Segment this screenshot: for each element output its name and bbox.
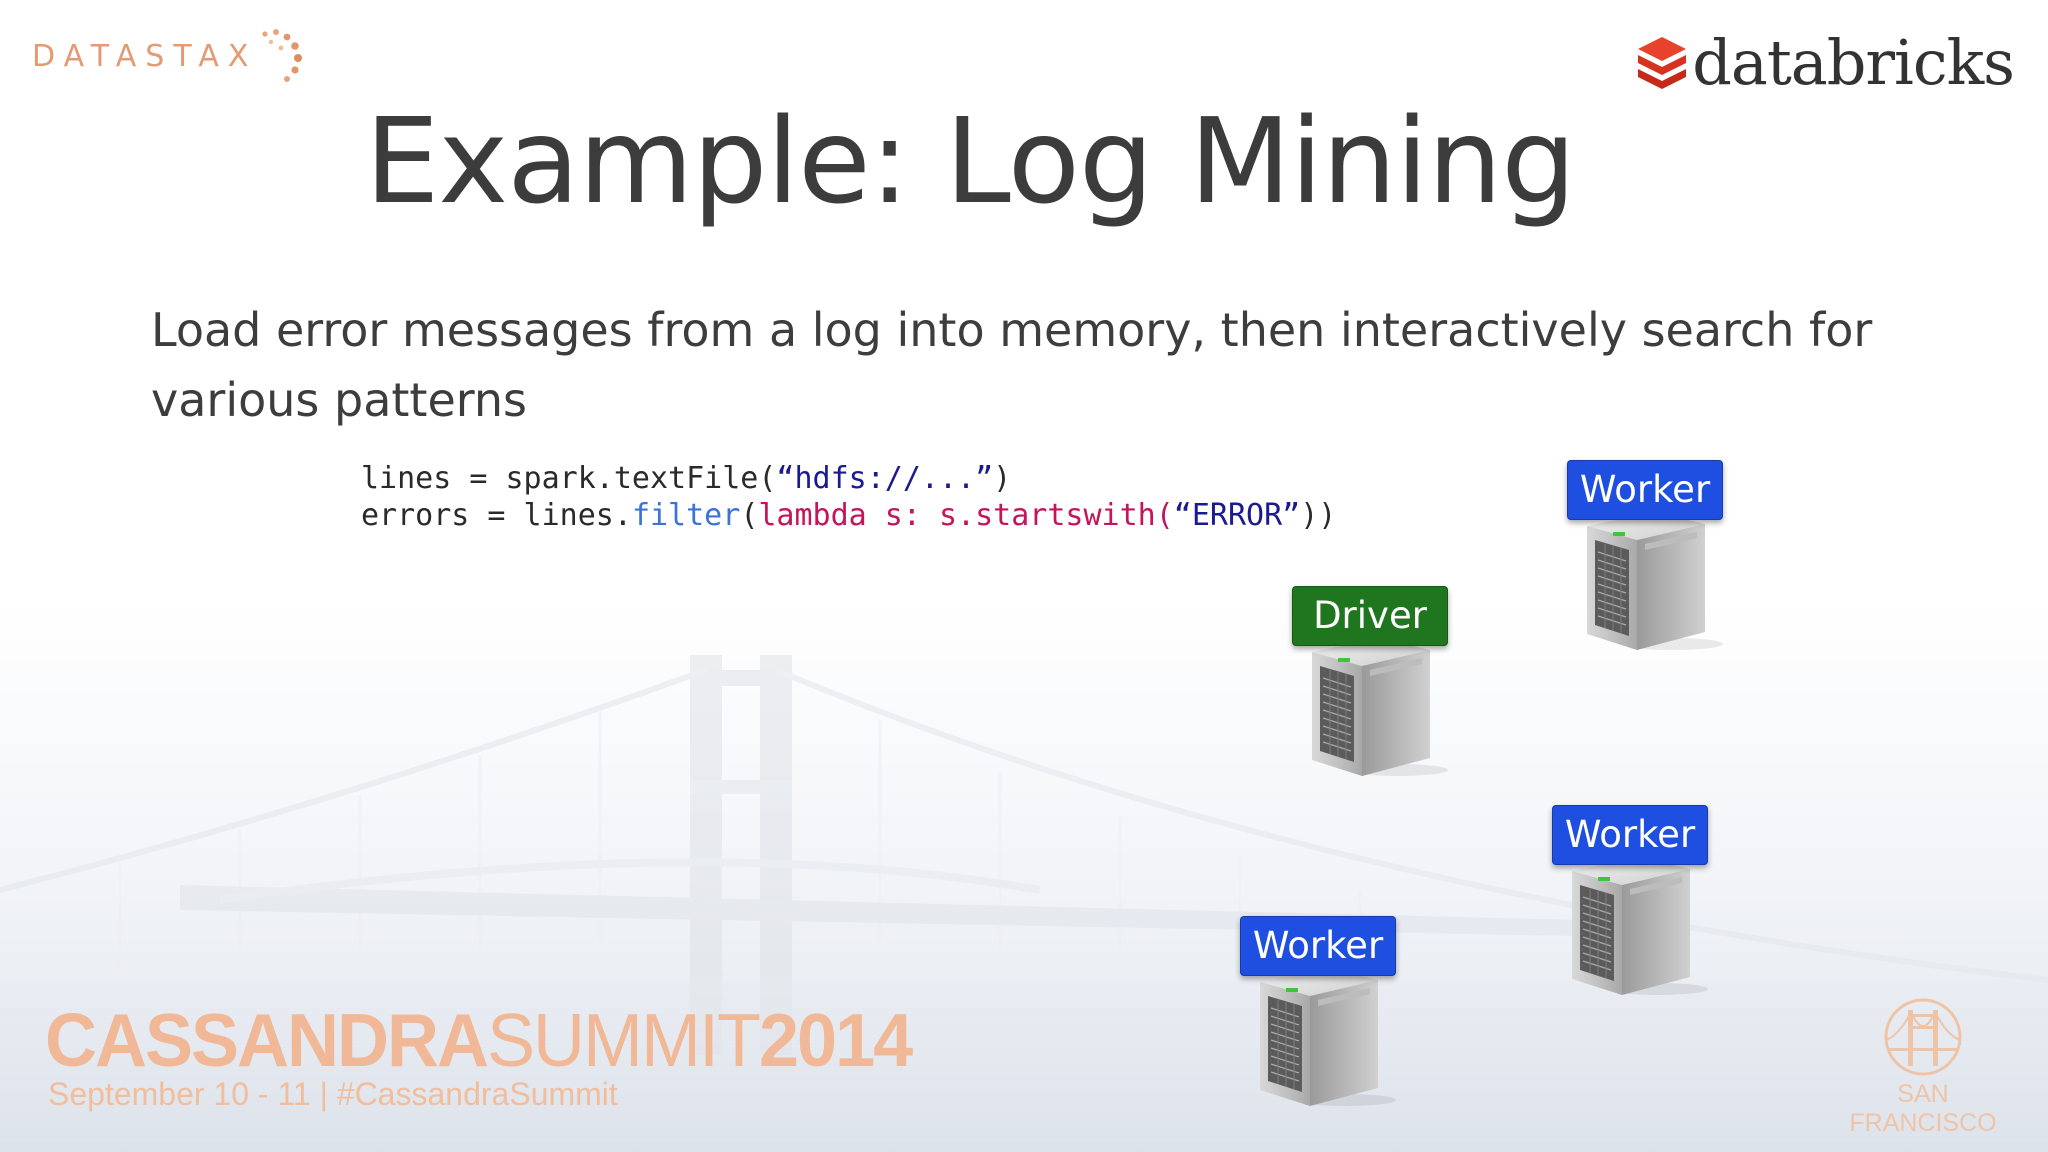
server-tower-icon <box>1246 960 1396 1110</box>
code-method: filter <box>631 498 741 533</box>
slide-description: Load error messages from a log into memo… <box>151 303 1873 427</box>
code-text: ( <box>740 498 759 533</box>
server-tower-icon <box>1558 849 1708 999</box>
worker-label: Worker <box>1240 916 1396 976</box>
summit-summit-text: SUMMIT <box>487 999 761 1083</box>
driver-node: Driver <box>1292 586 1448 786</box>
slide-title: Example: Log Mining <box>364 92 1576 230</box>
code-snippet: lines = spark.textFile(“hdfs://...”) err… <box>361 460 1336 534</box>
code-string: “hdfs://...” <box>776 461 994 496</box>
datastax-wordmark: DATASTAX <box>32 38 258 74</box>
worker-node-middle: Worker <box>1552 805 1708 1005</box>
worker-label: Worker <box>1567 460 1723 520</box>
worker-label: Worker <box>1552 805 1708 865</box>
code-text: lines = spark.textFile( <box>361 461 777 496</box>
datastax-dots-icon <box>262 29 303 82</box>
summit-cassandra-text: CASSANDRA <box>45 999 489 1083</box>
summit-subtitle: September 10 - 11 | #CassandraSummit <box>48 1076 618 1112</box>
datastax-logo: DATASTAX <box>32 26 309 86</box>
databricks-layers-icon <box>1638 37 1687 89</box>
code-line-1: lines = spark.textFile(“hdfs://...”) <box>361 461 1011 496</box>
worker-node-bottom: Worker <box>1240 916 1396 1116</box>
driver-label: Driver <box>1292 586 1448 646</box>
san-francisco-badge: SAN FRANCISCO <box>1838 996 2008 1137</box>
summit-year-text: 2014 <box>759 999 913 1083</box>
code-text: )) <box>1300 498 1337 533</box>
golden-gate-bridge-icon <box>1884 998 1962 1076</box>
code-keyword: lambda s: s.startswith( <box>758 498 1174 533</box>
code-text: errors = lines. <box>361 498 632 533</box>
databricks-logo: databricks <box>1634 24 2015 100</box>
background-bridge-illustration <box>0 655 2048 1152</box>
city-label: SAN FRANCISCO <box>1849 1080 1997 1137</box>
code-text: ) <box>993 461 1012 496</box>
server-tower-icon <box>1298 630 1448 780</box>
server-tower-icon <box>1573 504 1723 654</box>
cassandra-summit-logo: CASSANDRASUMMIT2014 <box>45 998 913 1084</box>
worker-node-top: Worker <box>1567 460 1723 660</box>
code-line-2: errors = lines.filter(lambda s: s.starts… <box>361 498 1336 533</box>
databricks-wordmark: databricks <box>1692 25 2015 99</box>
code-string: “ERROR” <box>1173 498 1301 533</box>
